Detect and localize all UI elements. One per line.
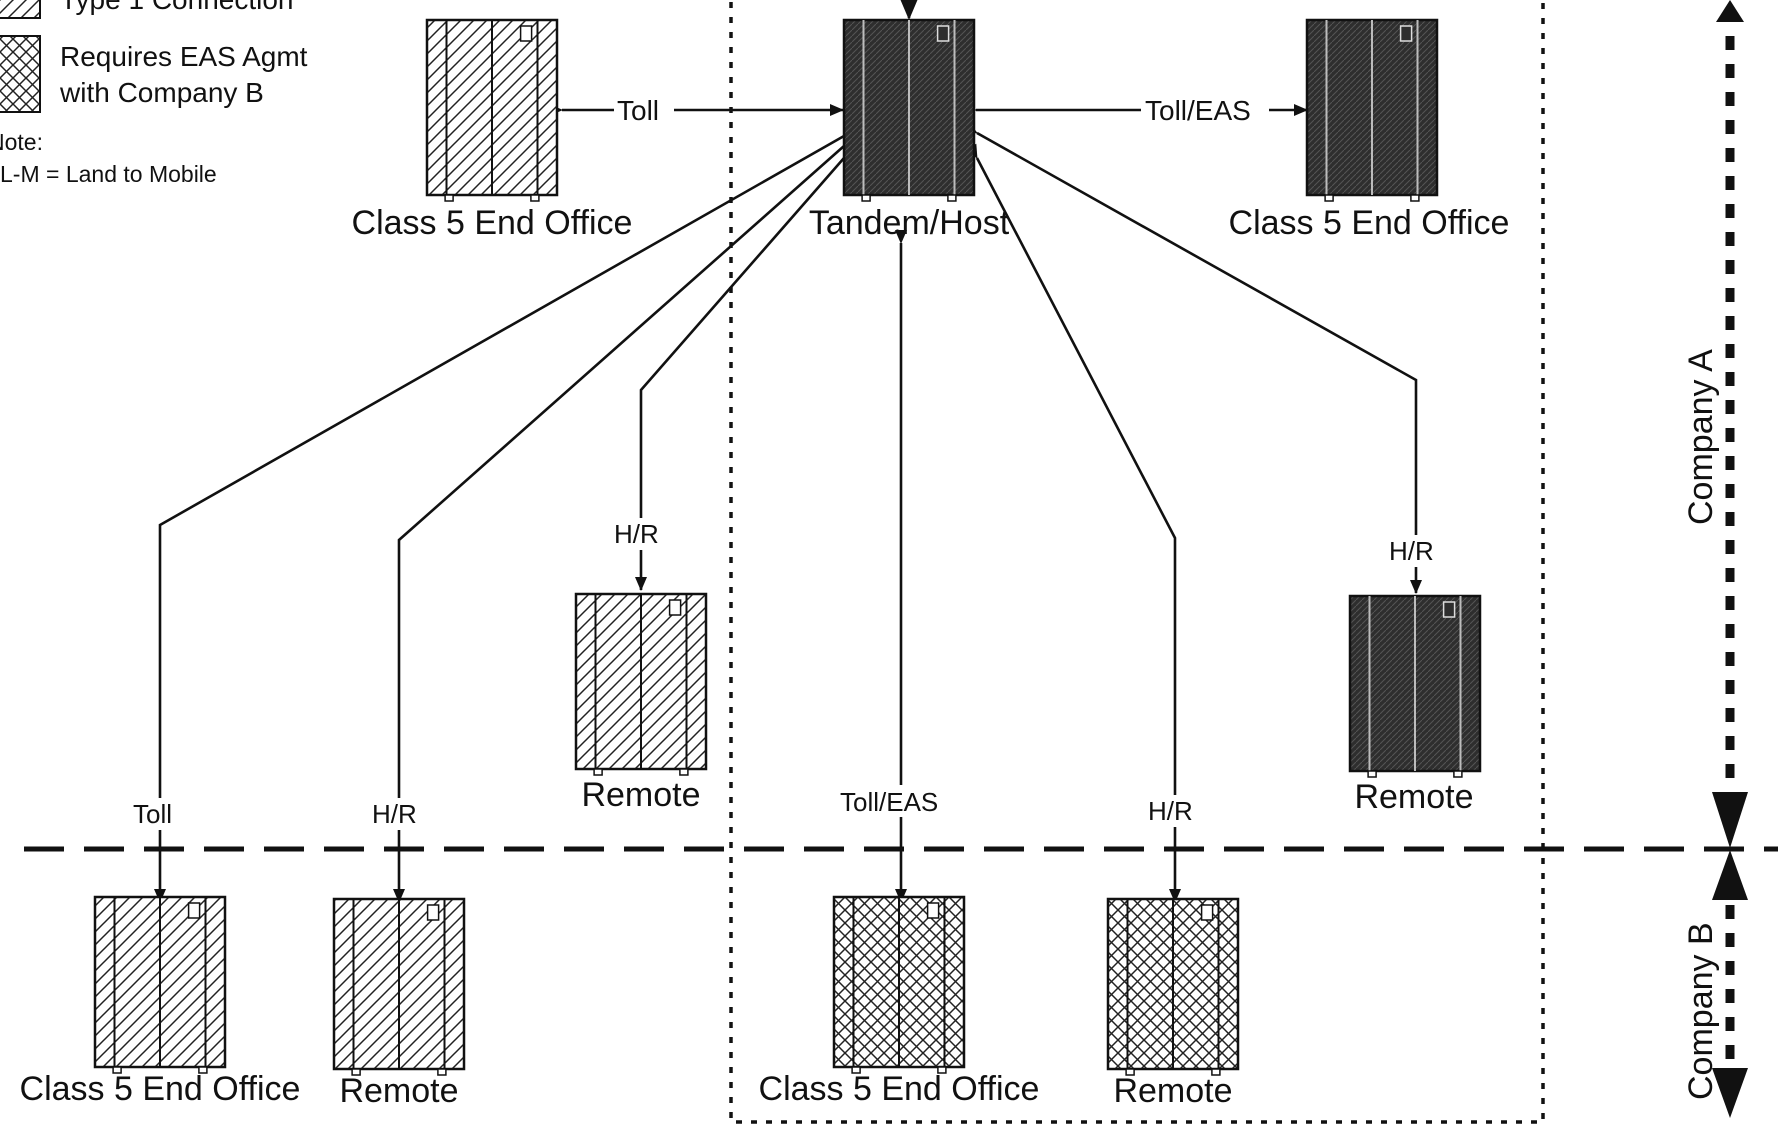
company-a-label: Company A xyxy=(1682,349,1720,525)
node-label-bottom-office-2: Class 5 End Office xyxy=(759,1070,1040,1108)
label-bg-hr-bottom-remote-1 xyxy=(366,798,432,830)
label-hr-bottom-remote-2: H/R xyxy=(1148,796,1193,826)
label-bg-hr-remote-mid-right xyxy=(1383,535,1449,567)
cabinet-foot xyxy=(947,194,957,202)
cabinet-foot xyxy=(1367,770,1377,778)
connection-toll-bottom-office-1 xyxy=(154,124,859,903)
company-b-label: Company B xyxy=(1682,922,1720,1100)
label-bg-toll-bottom-office-1 xyxy=(128,798,192,830)
cabinet-foot xyxy=(351,1068,361,1076)
cabinet-foot xyxy=(851,1066,861,1074)
label-hr-remote-mid-left: H/R xyxy=(614,519,659,549)
label-bg-hr-remote-mid-left xyxy=(608,518,674,550)
node-bottom-office-1 xyxy=(93,895,227,1074)
node-label-bottom-remote-1: Remote xyxy=(339,1072,458,1110)
cabinet-foot xyxy=(444,194,454,202)
node-tandem-host xyxy=(842,18,976,202)
legend-eas-label-line2: with Company B xyxy=(59,77,264,108)
node-bottom-remote-1 xyxy=(332,897,466,1076)
label-bg-toll-top-left xyxy=(614,94,674,126)
node-top-right-office xyxy=(1305,18,1439,202)
cabinet-indicator-icon xyxy=(1200,904,1214,921)
node-remote-mid-right xyxy=(1348,594,1482,778)
cabinet-indicator-icon xyxy=(187,902,201,919)
cabinet-indicator-icon xyxy=(926,902,940,919)
cabinet-foot xyxy=(1211,1068,1221,1076)
node-remote-mid-left xyxy=(574,592,708,776)
cabinet-indicator-icon xyxy=(1399,25,1413,42)
label-toll-top-left: Toll xyxy=(617,95,659,126)
label-bg-toll-eas-top-right xyxy=(1141,94,1269,126)
company-b-down-arrow xyxy=(1712,1068,1748,1118)
company-axis: Company A Company B xyxy=(1682,0,1748,1118)
node-label-remote-mid-right: Remote xyxy=(1354,778,1473,816)
legend-hatch-swatch xyxy=(0,0,41,19)
node-labels: Class 5 End Office Tandem/Host Class 5 E… xyxy=(20,204,1510,1110)
label-hr-remote-mid-right: H/R xyxy=(1389,536,1434,566)
label-toll-eas-bottom-office-2: Toll/EAS xyxy=(840,787,938,817)
cabinet-foot xyxy=(1125,1068,1135,1076)
cabinet-foot xyxy=(937,1066,947,1074)
company-b-up-arrow xyxy=(1712,850,1748,900)
node-label-top-left-office: Class 5 End Office xyxy=(352,204,633,242)
node-label-tandem-host: Tandem/Host xyxy=(809,204,1010,242)
cabinet-indicator-icon xyxy=(936,25,950,42)
label-toll-eas-top-right: Toll/EAS xyxy=(1145,95,1251,126)
node-top-left-office xyxy=(425,18,559,202)
connections: Toll Toll/EAS Toll H/R H/R Toll/EAS H/R … xyxy=(128,0,1449,903)
cabinet-foot xyxy=(1410,194,1420,202)
cabinet-indicator-icon xyxy=(426,904,440,921)
legend-note-text: L-M = Land to Mobile xyxy=(0,161,217,187)
label-bg-toll-eas-bottom-office-2 xyxy=(836,785,966,817)
cabinet-foot xyxy=(112,1066,122,1074)
company-a-down-arrow xyxy=(1712,792,1748,848)
legend-note-title: Note: xyxy=(0,129,43,155)
cabinet-foot xyxy=(1453,770,1463,778)
node-bottom-remote-2 xyxy=(1106,897,1240,1076)
connection-hr-remote-mid-right xyxy=(962,121,1422,594)
node-bottom-office-2 xyxy=(832,895,966,1074)
cabinet-indicator-icon xyxy=(519,25,533,42)
equipment-nodes xyxy=(93,18,1482,1076)
cabinet-foot xyxy=(530,194,540,202)
cabinet-indicator-icon xyxy=(668,599,682,616)
node-label-remote-mid-left: Remote xyxy=(581,776,700,814)
connection-hr-bottom-remote-2 xyxy=(965,143,1181,903)
label-bg-hr-bottom-remote-2 xyxy=(1142,795,1208,827)
node-label-bottom-remote-2: Remote xyxy=(1113,1072,1232,1110)
cabinet-foot xyxy=(1324,194,1334,202)
cabinet-foot xyxy=(679,768,689,776)
node-label-top-right-office: Class 5 End Office xyxy=(1229,204,1510,242)
cabinet-foot xyxy=(198,1066,208,1074)
label-toll-bottom-office-1: Toll xyxy=(133,799,172,829)
label-hr-bottom-remote-1: H/R xyxy=(372,799,417,829)
cabinet-foot xyxy=(437,1068,447,1076)
legend: Type 1 Connection Requires EAS Agmt with… xyxy=(0,0,308,187)
cabinet-foot xyxy=(593,768,603,776)
cabinet-indicator-icon xyxy=(1442,601,1456,618)
legend-cross-swatch xyxy=(0,35,41,113)
cabinet-foot xyxy=(861,194,871,202)
legend-eas-label-line1: Requires EAS Agmt xyxy=(60,41,308,72)
legend-type1-label: Type 1 Connection xyxy=(60,0,294,15)
node-label-bottom-office-1: Class 5 End Office xyxy=(20,1070,301,1108)
company-a-up-arrow xyxy=(1716,0,1744,22)
